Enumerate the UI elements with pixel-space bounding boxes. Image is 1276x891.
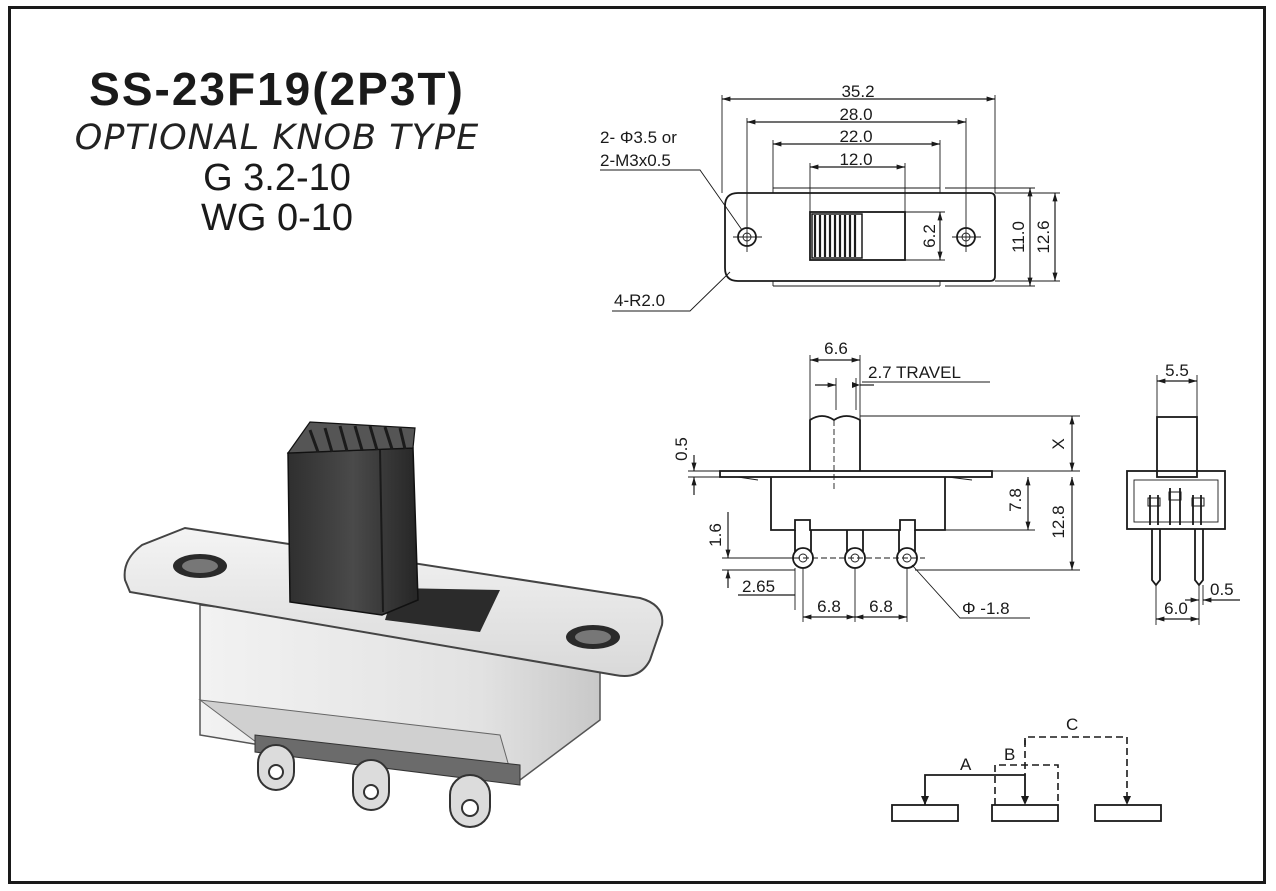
dim-35-2: 35.2: [841, 82, 874, 101]
dim-12-6: 12.6: [1034, 220, 1053, 253]
dim-hole-1-8: Φ -1.8: [962, 599, 1010, 618]
dim-11-0: 11.0: [1009, 221, 1028, 253]
switch-illustration: [123, 421, 664, 828]
dim-knob-6-6: 6.6: [824, 339, 848, 358]
dim-pitch-1: 6.8: [817, 597, 841, 616]
pin-illustration-2: [352, 759, 390, 811]
hole-note-1: 2- Φ3.5 or: [600, 128, 677, 147]
knob-illustration: [286, 421, 419, 616]
dim-edge-2-65: 2.65: [742, 577, 775, 596]
dim-body-7-8: 7.8: [1006, 488, 1025, 512]
top-view: 35.2 28.0 22.0 12.0 6.2 11.0 12.6 2- Φ3.…: [600, 82, 1060, 312]
spec-g: G 3.2-10: [203, 157, 351, 199]
dim-22-0: 22.0: [839, 127, 872, 146]
front-view: 6.6 2.7 TRAVEL 0.5 X 7.8 12.8 1.6 2.: [672, 339, 1080, 622]
dim-plate-0-5: 0.5: [672, 437, 691, 461]
dim-pitch-2: 6.8: [869, 597, 893, 616]
dim-pin-1-6: 1.6: [706, 523, 725, 547]
label-b: B: [1004, 745, 1015, 764]
spec-wg: WG 0-10: [200, 197, 354, 239]
side-view: 5.5 6.0 0.5: [1126, 361, 1240, 625]
title-block: SS-23F19(2P3T) OPTIONAL KNOB TYPE G 3.2-…: [42, 60, 512, 238]
dim-28-0: 28.0: [839, 105, 872, 124]
travel-label: 2.7 TRAVEL: [868, 363, 961, 382]
dim-side-5-5: 5.5: [1165, 361, 1189, 380]
radius-note: 4-R2.0: [614, 291, 665, 310]
hole-note-2: 2-M3x0.5: [600, 151, 671, 170]
pin-illustration-1: [257, 744, 295, 791]
pin-illustration-3: [449, 774, 491, 828]
dim-6-2: 6.2: [920, 224, 939, 248]
drawing-frame: [8, 6, 1266, 884]
dim-knob-height-x: X: [1049, 438, 1068, 449]
front-pins: [785, 530, 925, 569]
label-c: C: [1066, 715, 1078, 734]
label-a: A: [960, 755, 972, 774]
model-number: SS-23F19(2P3T): [89, 63, 465, 115]
dim-side-0-5: 0.5: [1210, 580, 1234, 599]
position-schematic: A B C: [891, 715, 1162, 822]
dim-12-0: 12.0: [839, 150, 872, 169]
dim-total-12-8: 12.8: [1049, 505, 1068, 538]
dim-side-6-0: 6.0: [1164, 599, 1188, 618]
knob-type-subtitle: OPTIONAL KNOB TYPE: [74, 118, 480, 158]
